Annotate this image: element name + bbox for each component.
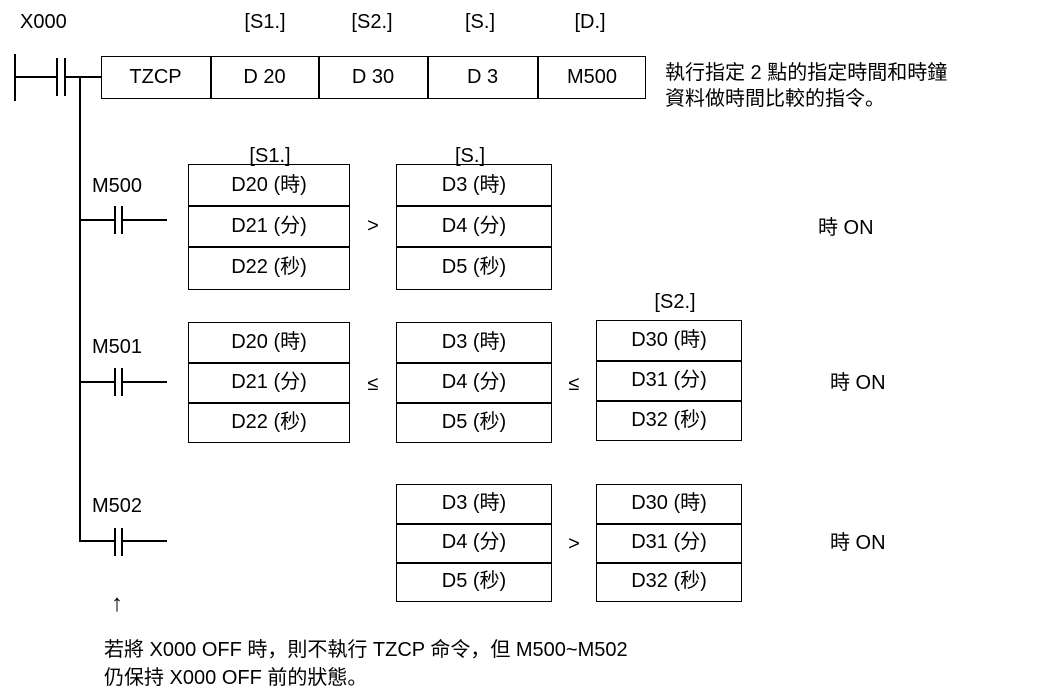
row-divider	[597, 400, 741, 402]
s-second-cell: D5 (秒)	[441, 256, 507, 278]
cell-divider	[318, 56, 320, 99]
s2-minute-cell: D31 (分)	[631, 369, 707, 391]
m500-contact-left-bar	[114, 206, 116, 234]
s-header: [S.]	[454, 145, 485, 167]
s1-header: [S1.]	[249, 145, 291, 167]
s1-minute-cell: D21 (分)	[231, 371, 307, 393]
s-minute-cell: D4 (分)	[441, 371, 507, 393]
comparison-operator: ≤	[367, 373, 379, 395]
m501-result-text: 時 ON	[830, 372, 886, 394]
s-second-cell: D5 (秒)	[441, 411, 507, 433]
m500-label: M500	[92, 175, 143, 197]
tzcp-instruction-box	[101, 56, 646, 99]
s1-hour-cell: D20 (時)	[231, 174, 307, 196]
s1-time-table: D20 (時) D21 (分) D22 (秒)	[188, 322, 350, 443]
s1-minute-cell: D21 (分)	[231, 215, 307, 237]
s-time-table: D3 (時) D4 (分) D5 (秒)	[396, 484, 552, 602]
rung-wire	[121, 381, 167, 383]
rung-wire	[80, 219, 114, 221]
note-line2: 仍保持 X000 OFF 前的狀態。	[104, 667, 368, 689]
rung-wire	[80, 540, 114, 542]
rung-wire	[121, 540, 167, 542]
operand-header-s1: [S1.]	[244, 11, 286, 33]
s2-minute-cell: D31 (分)	[631, 531, 707, 553]
m500-result-text: 時 ON	[818, 217, 874, 239]
s-hour-cell: D3 (時)	[441, 331, 507, 353]
row-divider	[189, 205, 349, 207]
s-hour-cell: D3 (時)	[441, 174, 507, 196]
s1-second-cell: D22 (秒)	[231, 411, 307, 433]
comparison-operator: ≤	[568, 373, 580, 395]
output-bus	[79, 76, 81, 542]
cell-divider	[427, 56, 429, 99]
rung-wire	[80, 381, 114, 383]
s2-header: [S2.]	[654, 291, 696, 313]
instruction-description-line1: 執行指定 2 點的指定時間和時鐘	[665, 62, 948, 84]
m502-result-text: 時 ON	[830, 532, 886, 554]
instruction-mnemonic: TZCP	[129, 66, 182, 88]
operand-s-value: D 3	[466, 66, 499, 88]
row-divider	[397, 402, 551, 404]
rung-wire	[14, 76, 56, 78]
row-divider	[397, 246, 551, 248]
instruction-description-line2: 資料做時間比較的指令。	[665, 88, 885, 110]
operand-s2-value: D 30	[351, 66, 395, 88]
note-line1: 若將 X000 OFF 時，則不執行 TZCP 命令，但 M500~M502	[104, 639, 628, 661]
m502-contact-left-bar	[114, 528, 116, 556]
row-divider	[397, 362, 551, 364]
s-time-table: D3 (時) D4 (分) D5 (秒)	[396, 322, 552, 443]
input-contact-label: X000	[20, 11, 67, 33]
rung-wire	[121, 219, 167, 221]
comparison-operator: >	[568, 533, 580, 555]
operand-header-s2: [S2.]	[351, 11, 393, 33]
row-divider	[597, 562, 741, 564]
s1-hour-cell: D20 (時)	[231, 331, 307, 353]
row-divider	[597, 360, 741, 362]
cell-divider	[537, 56, 539, 99]
s2-second-cell: D32 (秒)	[631, 570, 707, 592]
operand-header-d: [D.]	[574, 11, 606, 33]
x000-contact-left-bar	[56, 58, 58, 96]
s1-time-table: D20 (時) D21 (分) D22 (秒)	[188, 164, 350, 290]
row-divider	[189, 362, 349, 364]
m501-label: M501	[92, 336, 143, 358]
s2-time-table: D30 (時) D31 (分) D32 (秒)	[596, 320, 742, 441]
s-minute-cell: D4 (分)	[441, 531, 507, 553]
m501-contact-left-bar	[114, 368, 116, 396]
row-divider	[397, 205, 551, 207]
s-time-table: D3 (時) D4 (分) D5 (秒)	[396, 164, 552, 290]
s2-hour-cell: D30 (時)	[631, 329, 707, 351]
row-divider	[597, 523, 741, 525]
s1-second-cell: D22 (秒)	[231, 256, 307, 278]
s-second-cell: D5 (秒)	[441, 570, 507, 592]
m502-label: M502	[92, 495, 143, 517]
row-divider	[189, 402, 349, 404]
operand-s1-value: D 20	[243, 66, 286, 88]
rung-wire	[64, 76, 102, 78]
operand-d-value: M500	[566, 66, 618, 88]
s-hour-cell: D3 (時)	[441, 492, 507, 514]
up-arrow-icon: ↑	[111, 590, 123, 617]
row-divider	[397, 523, 551, 525]
operand-header-s: [S.]	[464, 11, 495, 33]
comparison-operator: >	[367, 215, 379, 237]
cell-divider	[210, 56, 212, 99]
s2-hour-cell: D30 (時)	[631, 492, 707, 514]
row-divider	[189, 246, 349, 248]
m502-contact-right-bar	[121, 528, 123, 556]
row-divider	[397, 562, 551, 564]
s2-time-table: D30 (時) D31 (分) D32 (秒)	[596, 484, 742, 602]
s-minute-cell: D4 (分)	[441, 215, 507, 237]
s2-second-cell: D32 (秒)	[631, 409, 707, 431]
